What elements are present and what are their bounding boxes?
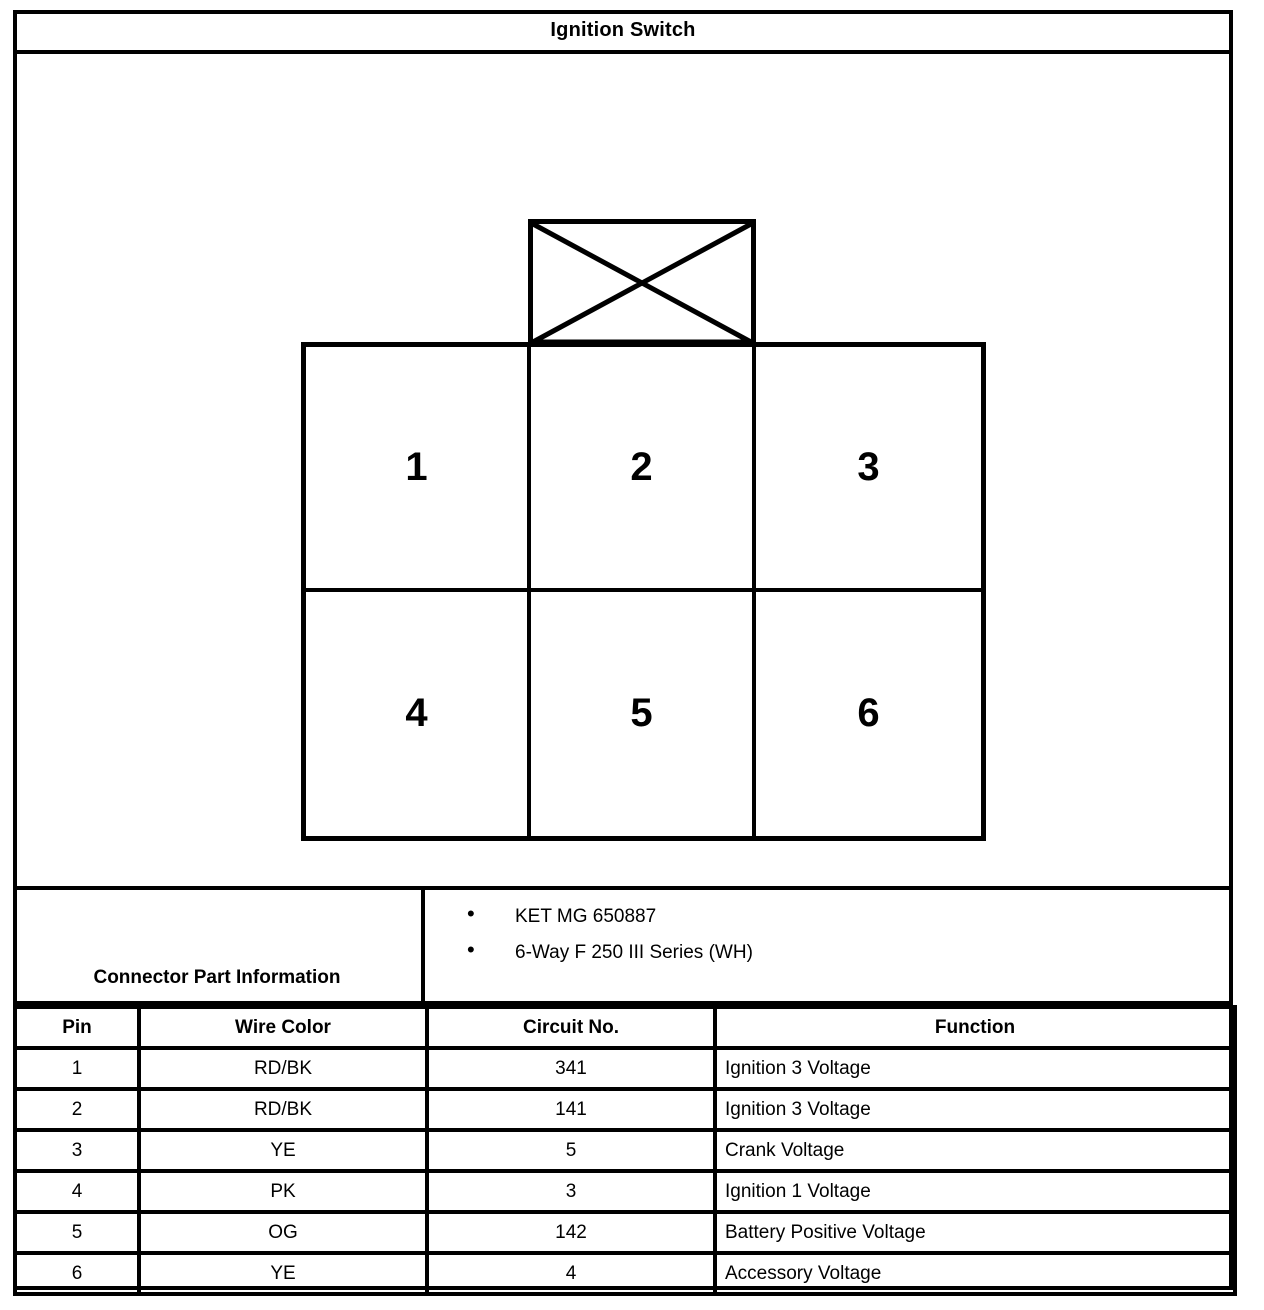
pin-cell-4: 4 — [306, 591, 531, 836]
column-header-pin: Pin — [13, 1005, 141, 1050]
column-header-circuit-no: Circuit No. — [425, 1005, 717, 1050]
connector-part-information-list: • KET MG 650887 • 6-Way F 250 III Series… — [425, 890, 1233, 1001]
column-header-function: Function — [713, 1005, 1237, 1050]
connector-part-information-block: Connector Part Information • KET MG 6508… — [13, 886, 1233, 1005]
cell-function: Battery Positive Voltage — [713, 1210, 1237, 1255]
pin-cell-2: 2 — [531, 347, 756, 592]
table-row: 3 YE 5 Crank Voltage — [13, 1128, 1237, 1173]
table-row: 2 RD/BK 141 Ignition 3 Voltage — [13, 1087, 1237, 1132]
pin-number-5: 5 — [630, 691, 653, 736]
table-row: 1 RD/BK 341 Ignition 3 Voltage — [13, 1046, 1237, 1091]
column-header-wire-color: Wire Color — [137, 1005, 429, 1050]
pin-number-2: 2 — [630, 444, 653, 489]
cell-wire-color: YE — [137, 1251, 429, 1296]
cell-wire-color: OG — [137, 1210, 429, 1255]
table-header-row: Pin Wire Color Circuit No. Function — [13, 1005, 1237, 1050]
cell-pin: 3 — [13, 1128, 141, 1173]
cell-function: Ignition 3 Voltage — [713, 1046, 1237, 1091]
cell-circuit-no: 141 — [425, 1087, 717, 1132]
cell-circuit-no: 4 — [425, 1251, 717, 1296]
bullet-icon: • — [467, 937, 475, 962]
pin-grid: 1 2 3 4 5 6 — [301, 342, 986, 841]
table-row: 4 PK 3 Ignition 1 Voltage — [13, 1169, 1237, 1214]
cell-pin: 2 — [13, 1087, 141, 1132]
page-title: Ignition Switch — [550, 18, 696, 41]
cell-wire-color: RD/BK — [137, 1046, 429, 1091]
table-row: 6 YE 4 Accessory Voltage — [13, 1251, 1237, 1296]
connector-series-description: 6-Way F 250 III Series (WH) — [515, 942, 753, 963]
cell-function: Ignition 3 Voltage — [713, 1087, 1237, 1132]
cell-circuit-no: 3 — [425, 1169, 717, 1214]
cell-circuit-no: 5 — [425, 1128, 717, 1173]
connector-illustration: 1 2 3 4 5 6 — [13, 54, 1233, 886]
list-item: • 6-Way F 250 III Series (WH) — [467, 937, 1233, 963]
pin-cell-5: 5 — [531, 591, 756, 836]
pin-number-1: 1 — [405, 444, 428, 489]
cell-pin: 1 — [13, 1046, 141, 1091]
connector-part-number: KET MG 650887 — [515, 906, 657, 927]
cell-function: Accessory Voltage — [713, 1251, 1237, 1296]
pin-cell-1: 1 — [306, 347, 531, 592]
pin-cell-3: 3 — [756, 347, 981, 592]
table-row: 5 OG 142 Battery Positive Voltage — [13, 1210, 1237, 1255]
connector-locking-tab — [528, 219, 756, 342]
cell-function: Ignition 1 Voltage — [713, 1169, 1237, 1214]
connector-part-information-label: Connector Part Information — [93, 967, 341, 988]
bullet-icon: • — [467, 901, 475, 926]
cell-pin: 4 — [13, 1169, 141, 1214]
cell-circuit-no: 142 — [425, 1210, 717, 1255]
cell-circuit-no: 341 — [425, 1046, 717, 1091]
cell-wire-color: RD/BK — [137, 1087, 429, 1132]
cell-pin: 6 — [13, 1251, 141, 1296]
pin-assignment-table: Pin Wire Color Circuit No. Function 1 RD… — [13, 1005, 1237, 1296]
cell-wire-color: PK — [137, 1169, 429, 1214]
pin-number-3: 3 — [857, 444, 880, 489]
cell-wire-color: YE — [137, 1128, 429, 1173]
cell-function: Crank Voltage — [713, 1128, 1237, 1173]
pin-cell-6: 6 — [756, 592, 981, 837]
connector-part-information-label-cell: Connector Part Information — [13, 890, 425, 1001]
pin-number-6: 6 — [857, 691, 880, 736]
list-item: • KET MG 650887 — [467, 901, 1233, 927]
title-bar: Ignition Switch — [13, 10, 1233, 54]
cell-pin: 5 — [13, 1210, 141, 1255]
pin-number-4: 4 — [405, 691, 428, 736]
